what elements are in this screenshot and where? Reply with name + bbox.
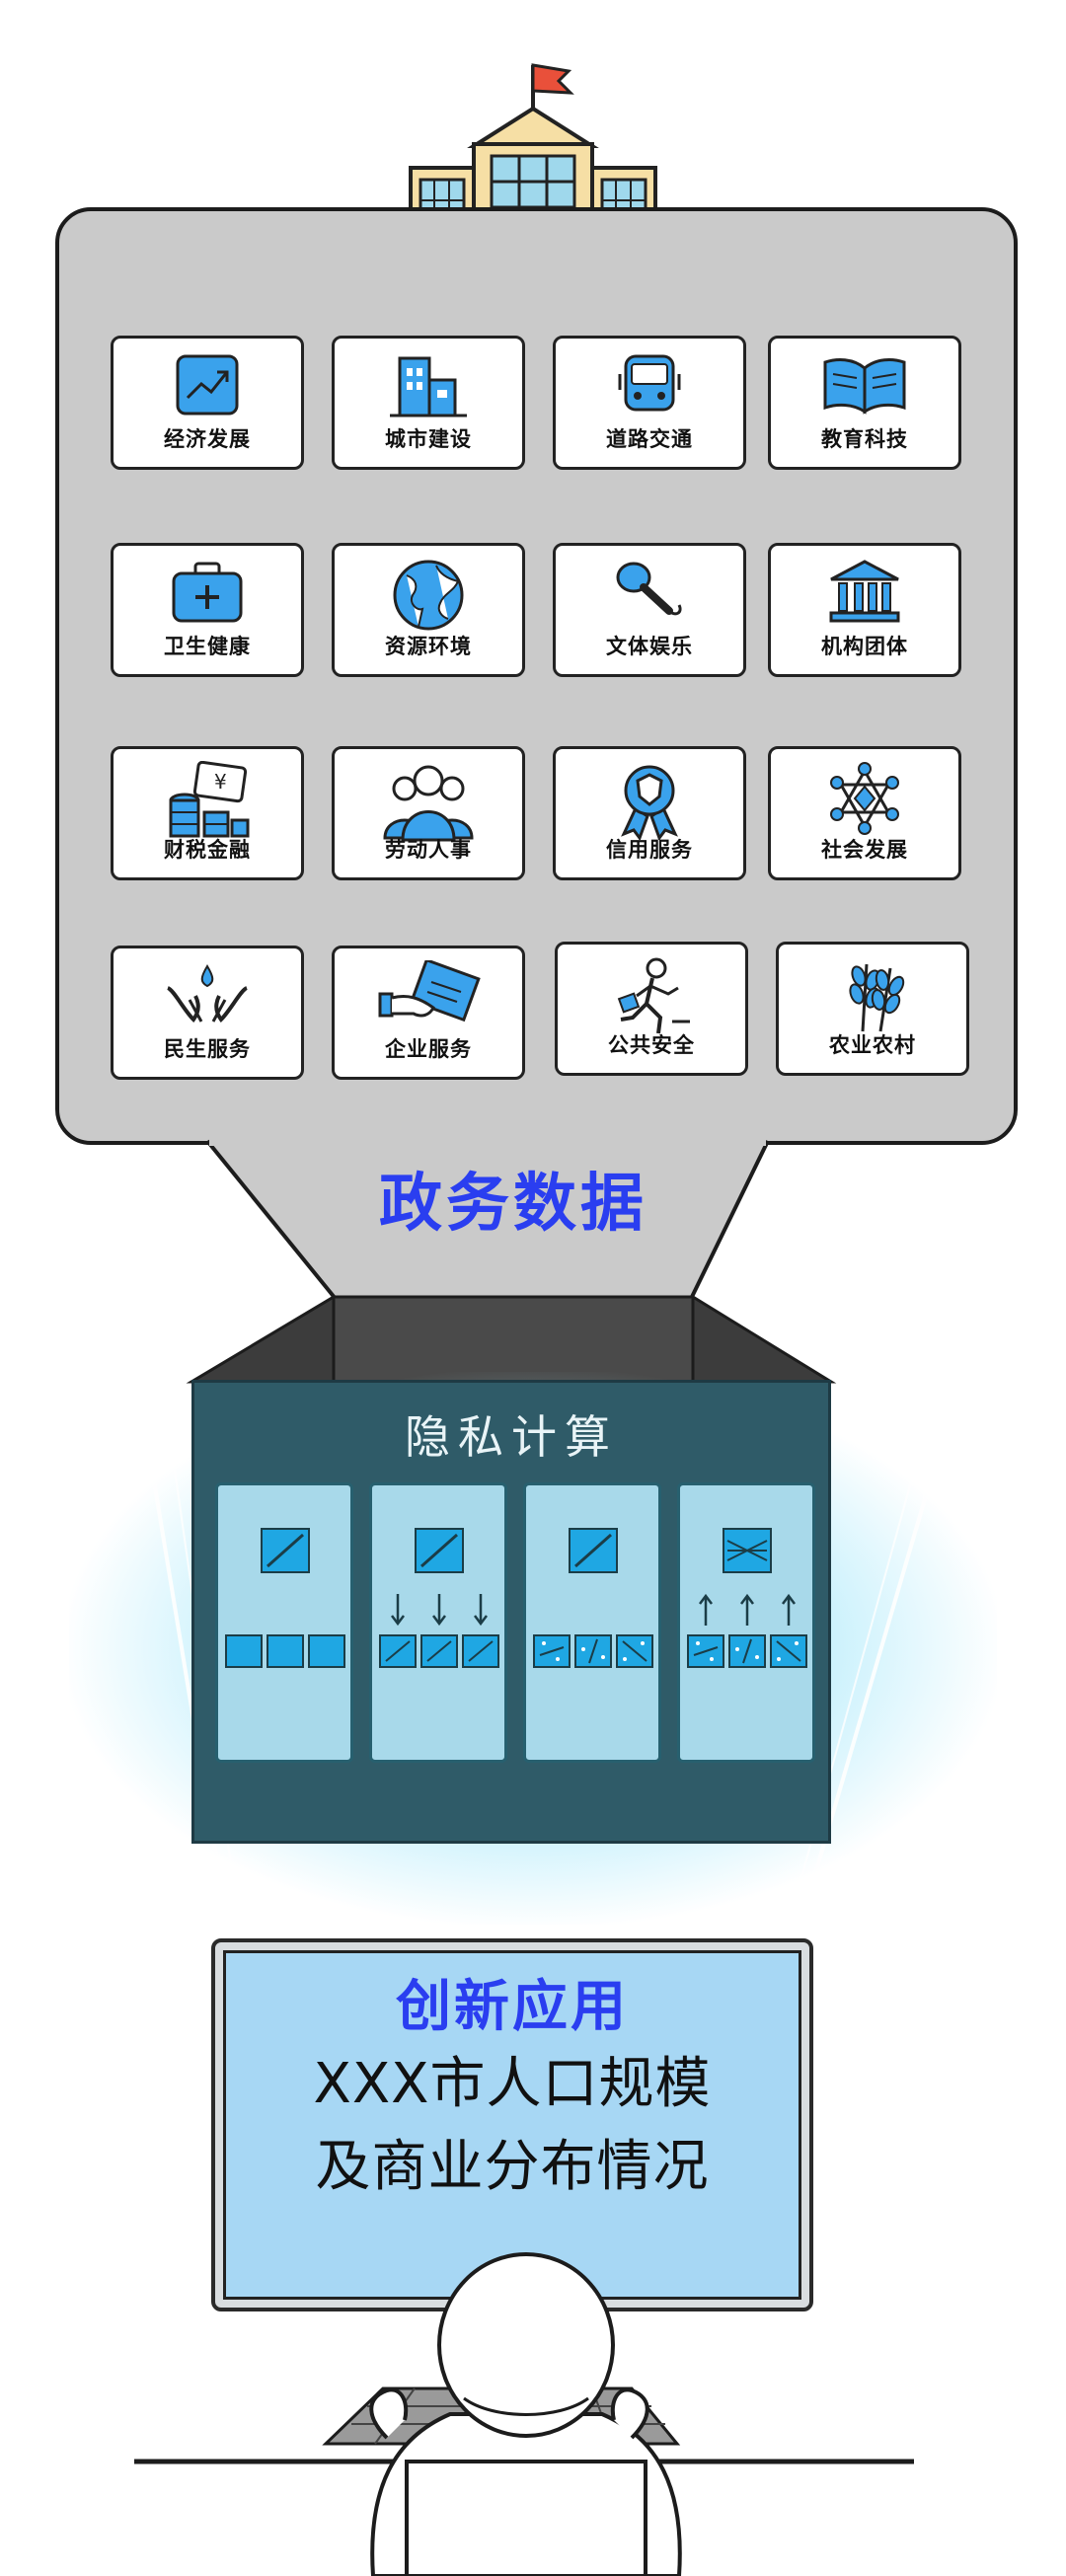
category-label: 资源环境 (385, 635, 472, 658)
category-economic-development[interactable]: 经济发展 (111, 336, 304, 470)
category-public-safety[interactable]: 公共安全 (555, 942, 748, 1076)
category-label: 卫生健康 (164, 635, 251, 658)
category-label: 社会发展 (821, 838, 908, 862)
category-label: 教育科技 (821, 427, 908, 451)
category-culture-sports[interactable]: 文体娱乐 (553, 543, 746, 677)
category-label: 经济发展 (164, 427, 251, 451)
monitor-screen (223, 1950, 801, 2300)
privacy-computing-title: 隐私计算 (405, 1410, 618, 1464)
category-social-development[interactable]: 社会发展 (768, 746, 961, 880)
handshake-document-icon (378, 960, 481, 1023)
category-label: 财税金融 (164, 838, 251, 862)
microphone-icon (616, 562, 682, 616)
running-person-icon (617, 957, 690, 1034)
network-star-icon (830, 762, 899, 835)
category-label: 城市建设 (385, 427, 472, 451)
category-education-tech[interactable]: 教育科技 (768, 336, 961, 470)
globe-icon (393, 560, 464, 631)
category-label: 民生服务 (164, 1037, 251, 1061)
innovation-app-title: 创新应用 (396, 1975, 629, 2039)
bus-icon (618, 354, 681, 412)
category-agriculture-rural[interactable]: 农业农村 (776, 942, 969, 1076)
data-aggregate-icon (687, 1528, 807, 1668)
category-label: 农业农村 (829, 1033, 916, 1057)
category-livelihood-service[interactable]: 民生服务 (111, 946, 304, 1080)
category-finance-tax[interactable]: ¥ 财税金融 (111, 746, 304, 880)
category-enterprise-service[interactable]: 企业服务 (332, 946, 525, 1080)
category-road-traffic[interactable]: 道路交通 (553, 336, 746, 470)
wheat-icon (849, 963, 905, 1032)
gov-data-title: 政务数据 (379, 1168, 647, 1241)
category-labor-personnel[interactable]: 劳动人事 (332, 746, 525, 880)
app-description-line-1: XXX市人口规模 (313, 2052, 712, 2116)
category-label: 文体娱乐 (606, 635, 693, 658)
caring-hands-icon (166, 964, 249, 1023)
category-label: 公共安全 (608, 1033, 695, 1057)
people-group-icon (383, 765, 474, 842)
category-institutions[interactable]: 机构团体 (768, 543, 961, 677)
open-book-icon (823, 358, 906, 415)
category-label: 道路交通 (606, 427, 693, 451)
category-health[interactable]: 卫生健康 (111, 543, 304, 677)
trend-chart-icon (176, 354, 239, 416)
stage-compute (523, 1482, 661, 1763)
svg-text:¥: ¥ (214, 770, 227, 794)
institution-icon (829, 560, 900, 623)
category-credit-service[interactable]: 信用服务 (553, 746, 746, 880)
coins-icon: ¥ (169, 761, 250, 838)
credit-badge-icon (621, 765, 678, 840)
stage-split (215, 1482, 353, 1763)
category-resources-environment[interactable]: 资源环境 (332, 543, 525, 677)
data-compute-icon (533, 1528, 653, 1668)
category-urban-construction[interactable]: 城市建设 (332, 336, 525, 470)
city-building-icon (390, 356, 467, 417)
stage-distribute (369, 1482, 507, 1763)
medical-kit-icon (172, 562, 243, 623)
category-label: 机构团体 (821, 635, 908, 658)
category-label: 信用服务 (606, 838, 693, 862)
stage-aggregate (677, 1482, 815, 1763)
app-description-line-2: 及商业分布情况 (315, 2135, 710, 2199)
category-label: 劳动人事 (385, 838, 472, 862)
data-split-icon (225, 1528, 345, 1668)
category-label: 企业服务 (385, 1037, 472, 1061)
data-distribute-icon (379, 1528, 499, 1668)
